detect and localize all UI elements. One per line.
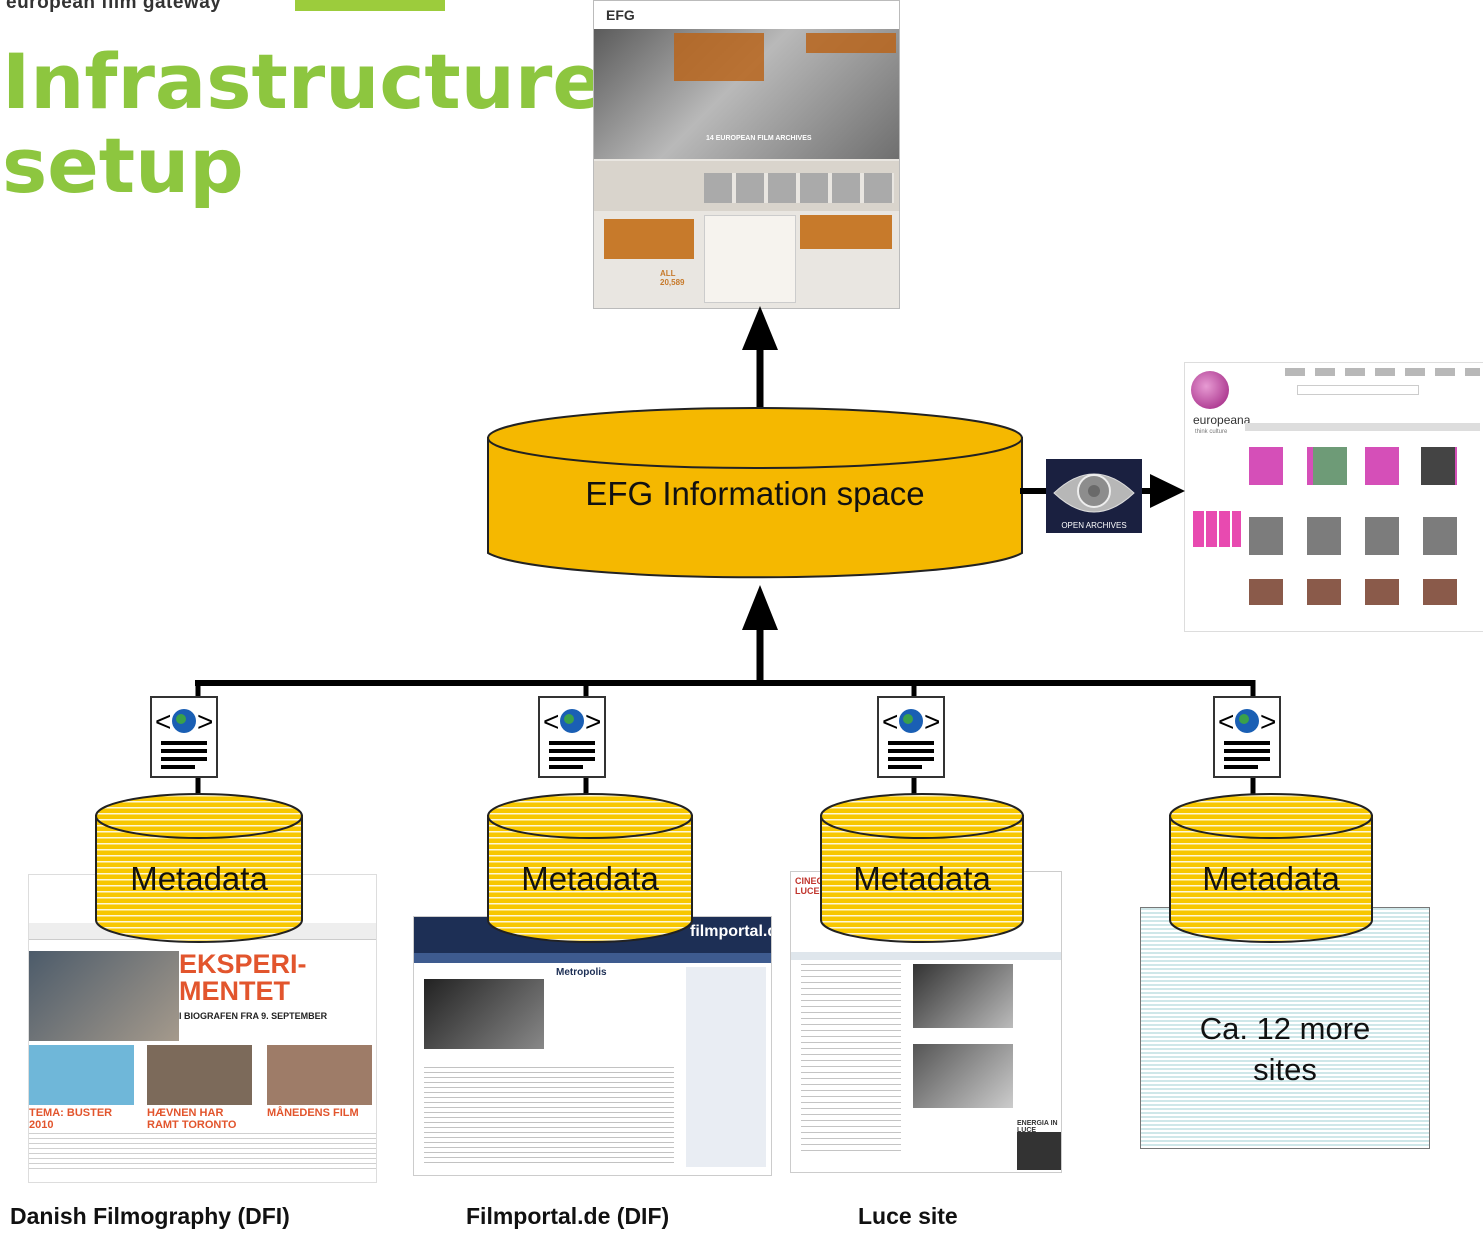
source-caption-luce: Luce site xyxy=(858,1203,958,1229)
title-line-2: setup xyxy=(2,121,244,210)
svg-text:>: > xyxy=(197,706,213,737)
metadata-doc-icon: < > xyxy=(538,696,606,778)
hub-label: EFG Information space xyxy=(585,475,925,512)
metadata-cylinder xyxy=(95,793,303,943)
hub-cylinder xyxy=(487,407,1023,579)
open-archives-label: OPEN ARCHIVES xyxy=(1061,521,1127,530)
slide-title: Infrastructure setup xyxy=(2,40,604,208)
filmportal-logo: filmportal.de xyxy=(690,923,771,940)
efg-headline: 14 EUROPEAN FILM ARCHIVES xyxy=(706,135,812,142)
europeana-tagline: think culture xyxy=(1195,429,1228,435)
dfi-tile-2: HÆVNEN HAR RAMT TORONTO xyxy=(147,1107,237,1131)
svg-text:<: < xyxy=(155,706,171,737)
europeana-logo: europeana xyxy=(1193,413,1251,427)
brand-accent-bar xyxy=(295,0,445,11)
metadata-doc-icon: < > xyxy=(150,696,218,778)
brand-name: european film gateway xyxy=(6,0,222,13)
source-caption-filmportal: Filmportal.de (DIF) xyxy=(466,1203,670,1229)
efg-logo: EFG xyxy=(606,7,635,23)
dfi-tile-1: TEMA: BUSTER 2010 xyxy=(29,1107,113,1131)
metadata-cylinder xyxy=(1169,793,1373,943)
filmportal-screenshot: filmportal.de Metropolis xyxy=(413,916,772,1176)
filmportal-film-title: Metropolis xyxy=(556,967,607,978)
more-sites-line-2: sites xyxy=(1253,1052,1317,1087)
dfi-subheadline: I BIOGRAFEN FRA 9. SEPTEMBER xyxy=(179,1011,328,1021)
svg-text:>: > xyxy=(1260,706,1276,737)
metadata-label: Metadata xyxy=(853,860,991,897)
more-sites-line-1: Ca. 12 more xyxy=(1199,1011,1371,1046)
source-caption-dfi: Danish Filmography (DFI) xyxy=(10,1203,290,1229)
open-archives-logo xyxy=(1046,459,1142,533)
metadata-cylinder xyxy=(487,793,693,943)
arrowhead-to-europeana xyxy=(1150,474,1185,508)
metadata-cylinder xyxy=(820,793,1024,943)
arrowhead-to-hub xyxy=(742,585,778,630)
svg-text:<: < xyxy=(882,706,898,737)
dfi-tile-3: MÅNEDENS FILM xyxy=(267,1107,359,1119)
title-line-1: Infrastructure xyxy=(2,37,604,126)
metadata-label: Metadata xyxy=(521,860,659,897)
arrowhead-to-portal xyxy=(742,306,778,350)
luce-footer: ENERGIA IN LUCE xyxy=(1017,1120,1058,1134)
more-sites-box: Ca. 12 more sites xyxy=(1140,907,1430,1149)
dfi-headline: EKSPERI-MENTET xyxy=(179,949,307,1006)
efg-stat: ALL 20,589 xyxy=(660,269,685,287)
efg-portal-screenshot: EFG 14 EUROPEAN FILM ARCHIVES ALL 20,589 xyxy=(593,0,900,309)
europeana-screenshot: europeana think culture xyxy=(1184,362,1483,632)
svg-text:>: > xyxy=(585,706,601,737)
svg-text:<: < xyxy=(543,706,559,737)
metadata-label: Metadata xyxy=(130,860,268,897)
svg-text:<: < xyxy=(1218,706,1234,737)
luce-logo: CINECITTÀ LUCE xyxy=(795,876,843,896)
more-sites-text: Ca. 12 more sites xyxy=(1141,1008,1429,1090)
metadata-label: Metadata xyxy=(1202,860,1340,897)
metadata-doc-icon: < > xyxy=(877,696,945,778)
metadata-doc-icon: < > xyxy=(1213,696,1281,778)
svg-text:>: > xyxy=(924,706,940,737)
